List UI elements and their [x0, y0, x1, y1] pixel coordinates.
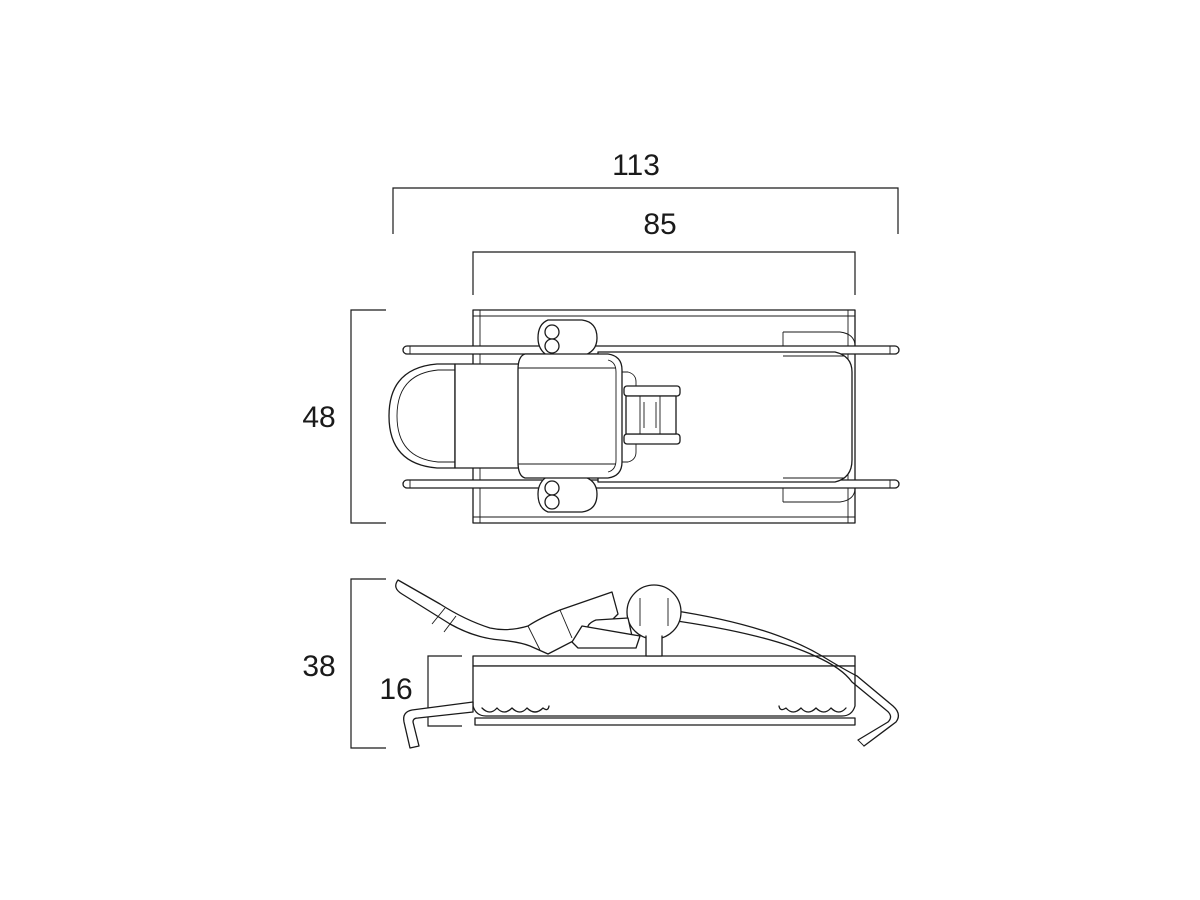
dimension-base-height-label: 16	[379, 673, 412, 706]
dimension-total-width: 113	[392, 149, 899, 234]
dimension-side-view-height-label: 38	[302, 650, 335, 683]
dimension-base-width: 85	[472, 208, 856, 295]
dimension-total-width-label: 113	[612, 149, 660, 182]
top-view-lever-handle	[388, 363, 526, 469]
top-view-pivot-ear-bottom	[537, 475, 598, 513]
top-view-lever-body	[517, 353, 637, 479]
dimension-base-height: 16	[379, 655, 462, 727]
side-view	[395, 579, 900, 749]
side-view-lever-arm	[395, 579, 619, 655]
dimension-side-view-height: 38	[302, 578, 386, 749]
side-view-hinge	[571, 584, 682, 657]
top-view-hook-frame	[597, 331, 856, 503]
side-view-base-scallops	[481, 705, 847, 713]
dimension-base-width-label: 85	[643, 208, 676, 241]
dimension-top-view-height-label: 48	[302, 401, 335, 434]
dimension-top-view-height: 48	[302, 309, 386, 524]
side-view-base-body	[472, 655, 856, 726]
top-view	[388, 309, 900, 524]
side-view-left-hook	[403, 701, 474, 749]
side-view-right-spring	[669, 609, 900, 747]
top-view-pivot-ear-top	[537, 319, 598, 357]
top-view-hinge	[623, 385, 681, 445]
